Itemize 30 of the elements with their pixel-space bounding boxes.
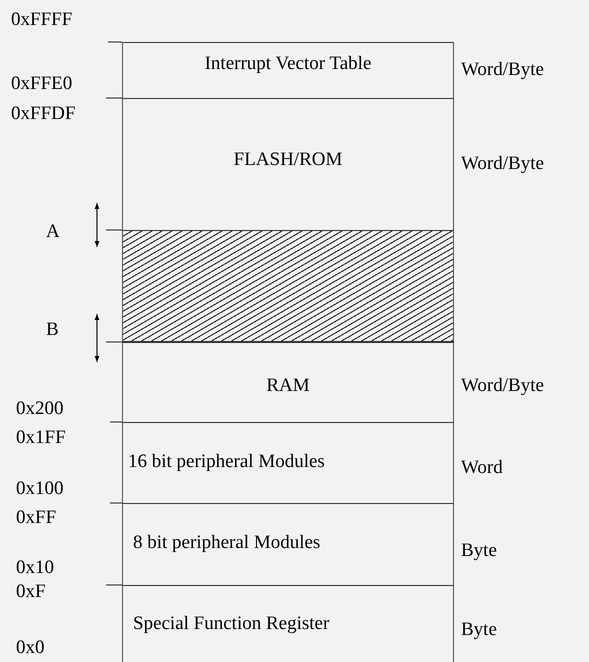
boundary-label: B bbox=[46, 320, 59, 339]
region-label: Interrupt Vector Table bbox=[204, 53, 372, 75]
memory-region bbox=[122, 42, 454, 98]
access-width-label: Word/Byte bbox=[461, 154, 544, 173]
access-width-label: Byte bbox=[461, 620, 497, 639]
address-label: 0x1FF bbox=[16, 428, 66, 447]
access-width-label: Byte bbox=[461, 541, 497, 560]
address-label: 0xFFE0 bbox=[11, 74, 72, 93]
address-label: 0xFFDF bbox=[11, 104, 76, 123]
address-label: 0x0 bbox=[16, 638, 44, 657]
hatched-region bbox=[122, 230, 454, 342]
address-label: 0xFF bbox=[16, 508, 56, 527]
memory-region bbox=[122, 342, 454, 422]
address-label: 0x10 bbox=[16, 558, 54, 577]
region-label: RAM bbox=[265, 375, 311, 397]
region-label: FLASH/ROM bbox=[232, 149, 344, 171]
region-label: 16 bit peripheral Modules bbox=[128, 451, 325, 473]
region-label: 8 bit peripheral Modules bbox=[133, 532, 320, 554]
boundary-label: A bbox=[46, 222, 60, 241]
memory-region bbox=[122, 503, 454, 585]
memory-region bbox=[122, 422, 454, 503]
address-label: 0x100 bbox=[16, 479, 64, 498]
address-label: 0x200 bbox=[16, 399, 64, 418]
region-label: Special Function Register bbox=[133, 613, 330, 635]
access-width-label: Word bbox=[461, 458, 503, 477]
access-width-label: Word/Byte bbox=[461, 376, 544, 395]
address-label: 0xF bbox=[16, 582, 46, 601]
address-label: 0xFFFF bbox=[11, 10, 72, 29]
access-width-label: Word/Byte bbox=[461, 60, 544, 79]
memory-region bbox=[122, 585, 454, 662]
